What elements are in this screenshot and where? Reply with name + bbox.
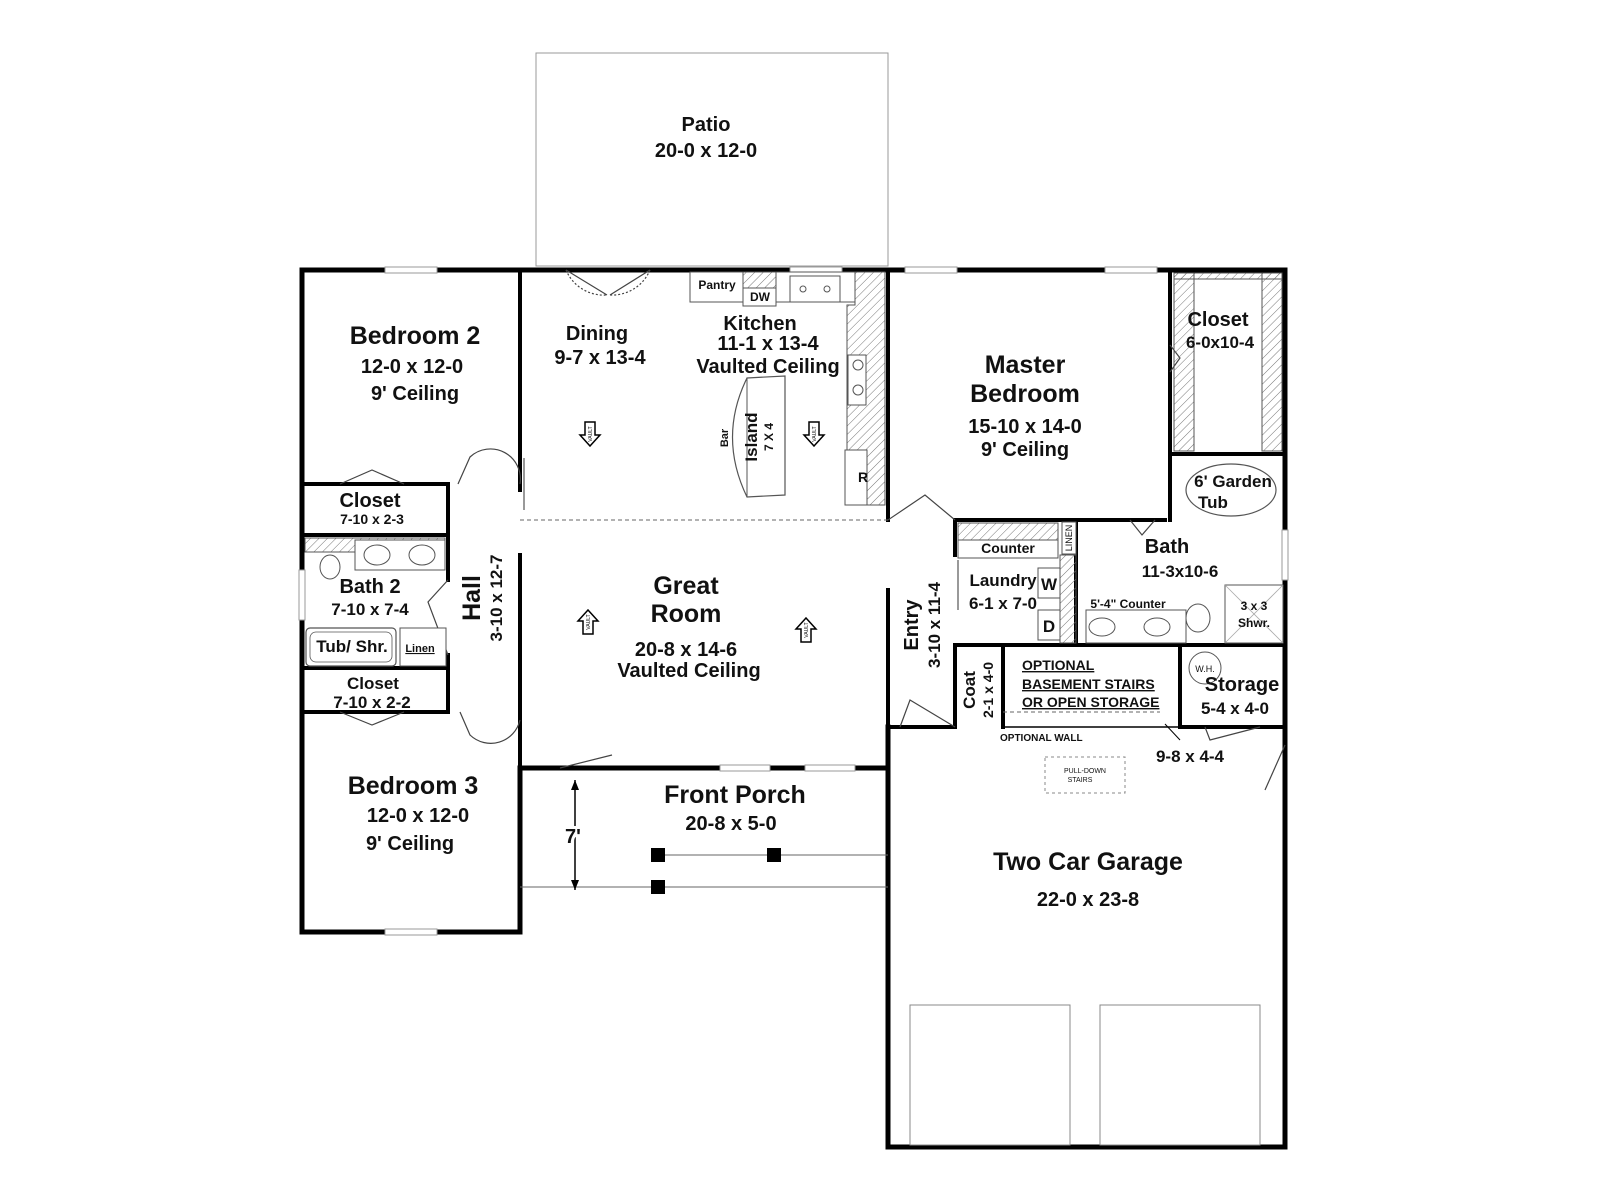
dining-dims: 9-7 x 13-4: [554, 347, 646, 369]
coat-label: Coat: [960, 671, 979, 709]
bath2-dims: 7-10 x 7-4: [331, 600, 409, 619]
master-bath-dims: 11-3x10-6: [1142, 562, 1219, 581]
room-labels: Bedroom 2 12-0 x 12-0 9' Ceiling Dining …: [316, 278, 1279, 911]
porch-columns: [571, 780, 781, 894]
garage-label: Two Car Garage: [993, 848, 1183, 876]
master-fixtures: [957, 272, 1284, 685]
kitchen-ceiling: Vaulted Ceiling: [696, 356, 839, 378]
vault-label: VAULT: [804, 622, 810, 637]
garage-dims: 22-0 x 23-8: [1037, 889, 1139, 911]
bedroom3-label: Bedroom 3: [348, 772, 479, 800]
island-dims: 7 X 4: [762, 423, 776, 451]
bath2-label: Bath 2: [339, 576, 400, 598]
storage-dims: 5-4 x 4-0: [1201, 699, 1269, 718]
closet-bed3-dims: 7-10 x 2-2: [333, 693, 411, 712]
refrigerator-label: R: [858, 469, 868, 485]
washer-label: W: [1041, 575, 1058, 594]
bar-label: Bar: [719, 428, 731, 447]
pantry-label: Pantry: [698, 278, 736, 292]
dryer-label: D: [1043, 617, 1055, 636]
entry-dims: 3-10 x 11-4: [925, 581, 944, 668]
master-bath-label: Bath: [1145, 536, 1189, 558]
garden-tub-label-2: Tub: [1198, 493, 1228, 512]
master-bedroom-dims: 15-10 x 14-0: [968, 416, 1081, 438]
great-room-label-2: Room: [651, 600, 722, 628]
optional-storage-line3: OR OPEN STORAGE: [1022, 694, 1159, 710]
laundry-dims: 6-1 x 7-0: [969, 594, 1037, 613]
kitchen-fixtures: Bar Island 7 X 4: [689, 271, 886, 506]
master-bedroom-ceiling: 9' Ceiling: [981, 439, 1069, 461]
master-bedroom-label-1: Master: [985, 351, 1066, 379]
optional-storage-line1: OPTIONAL: [1022, 657, 1095, 673]
bedroom2-ceiling: 9' Ceiling: [371, 383, 459, 405]
closet-bed2-dims: 7-10 x 2-3: [340, 511, 404, 527]
dining-label: Dining: [566, 323, 628, 345]
bath2-fixtures: [304, 537, 447, 667]
water-heater-label: W.H.: [1195, 664, 1215, 674]
vault-arrow-icon: VAULT: [579, 421, 601, 447]
vault-arrow-icon: VAULT: [795, 617, 817, 643]
bedroom2-label: Bedroom 2: [350, 322, 481, 350]
master-bedroom-label-2: Bedroom: [970, 380, 1080, 408]
dishwasher-label: DW: [750, 290, 771, 304]
shower-label-2: Shwr.: [1238, 616, 1270, 630]
doors: [339, 269, 1286, 791]
pulldown-stairs-label-1: PULL-DOWN: [1064, 768, 1106, 775]
vault-arrow-icon: VAULT: [577, 609, 599, 635]
tub-shower-label: Tub/ Shr.: [316, 637, 387, 656]
closet-bed3-label: Closet: [347, 674, 399, 693]
pulldown-stairs-label-2: STAIRS: [1068, 777, 1093, 784]
garden-tub-label-1: 6' Garden: [1194, 472, 1272, 491]
great-room-dims: 20-8 x 14-6: [635, 639, 737, 661]
storage-label: Storage: [1205, 674, 1279, 696]
vault-label: VAULT: [812, 426, 818, 441]
master-bath-counter-label: 5'-4" Counter: [1090, 597, 1166, 611]
vault-label: VAULT: [586, 614, 592, 629]
bedroom3-ceiling: 9' Ceiling: [366, 833, 454, 855]
hall-dims: 3-10 x 12-7: [487, 555, 506, 642]
kitchen-label: Kitchen: [723, 313, 796, 335]
bedroom3-dims: 12-0 x 12-0: [367, 805, 469, 827]
optional-wall-label: OPTIONAL WALL: [1000, 733, 1083, 744]
coat-dims: 2-1 x 4-0: [980, 662, 996, 718]
patio-dims: 20-0 x 12-0: [655, 140, 757, 162]
patio-label: Patio: [682, 114, 731, 136]
optional-storage-dims: 9-8 x 4-4: [1156, 747, 1225, 766]
bedroom2-dims: 12-0 x 12-0: [361, 356, 463, 378]
kitchen-dims: 11-1 x 13-4: [717, 333, 819, 355]
vault-arrows: VAULT VAULT VAULT VAULT: [577, 421, 825, 643]
great-room-ceiling: Vaulted Ceiling: [617, 660, 760, 682]
optional-storage-line2: BASEMENT STAIRS: [1022, 676, 1155, 692]
laundry-counter-label: Counter: [981, 540, 1035, 556]
master-closet-dims: 6-0x10-4: [1186, 333, 1255, 352]
front-porch-dims: 20-8 x 5-0: [685, 813, 776, 835]
hall-label: Hall: [458, 575, 486, 621]
linen-hall-label: Linen: [405, 643, 435, 655]
laundry-label: Laundry: [969, 571, 1037, 590]
entry-label: Entry: [901, 599, 923, 651]
master-closet-label: Closet: [1187, 309, 1248, 331]
patio: Patio 20-0 x 12-0: [535, 52, 889, 267]
great-room-label-1: Great: [653, 572, 719, 600]
porch-height-label: 7': [565, 826, 581, 848]
vault-label: VAULT: [588, 426, 594, 441]
vault-arrow-icon: VAULT: [803, 421, 825, 447]
front-porch-label: Front Porch: [664, 781, 806, 809]
closet-bed2-label: Closet: [339, 490, 400, 512]
island-label: Island: [742, 412, 761, 461]
garage-doors: [909, 756, 1261, 1146]
shower-label-1: 3 x 3: [1241, 599, 1268, 613]
linen-master-label: LINEN: [1064, 525, 1074, 552]
